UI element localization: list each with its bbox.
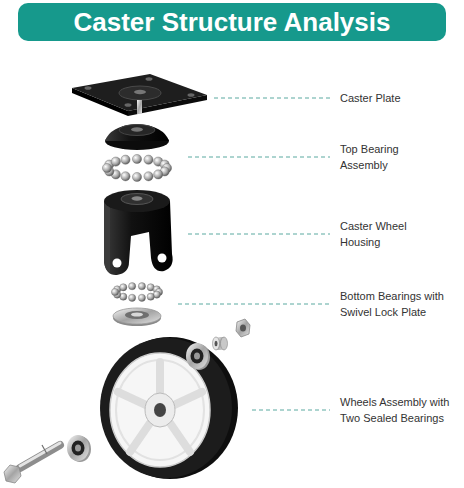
axle-bolt [4, 443, 60, 483]
wheel-housing [104, 190, 173, 275]
wheel-housing [132, 196, 143, 200]
wheel-housing [113, 259, 122, 268]
wheel-housing [104, 201, 110, 273]
ball-bearing-ring [154, 170, 163, 179]
leader-line [178, 98, 330, 410]
sealed-bearing [72, 441, 85, 456]
caster-plate [85, 86, 92, 90]
wheel [170, 423, 190, 452]
wheel [154, 403, 166, 417]
wheel [100, 338, 232, 478]
ball-bearing-ring [111, 283, 162, 302]
wheel-housing [104, 201, 173, 275]
ball-bearing-ring [138, 294, 145, 301]
wheel [130, 423, 150, 452]
title-banner: Caster Structure Analysis [18, 3, 446, 41]
swivel-lock-plate [125, 311, 149, 319]
sealed-bearing [186, 343, 208, 369]
bushing [221, 337, 228, 350]
ball-bearing-ring [121, 172, 130, 181]
caster-plate [137, 100, 142, 114]
swivel-lock-plate [113, 308, 161, 324]
axle-bolt [20, 443, 60, 466]
ball-bearing-ring [121, 155, 130, 164]
sealed-bearing [67, 435, 89, 461]
sealed-bearing [191, 349, 204, 364]
caster-plate [134, 90, 146, 94]
sealed-bearing [67, 435, 91, 462]
ball-bearing-ring [129, 283, 136, 290]
ball-bearing-ring [132, 154, 141, 163]
top-bearing-cap [105, 124, 169, 150]
part-label: Top Bearing Assembly [340, 141, 412, 173]
bushing [213, 337, 220, 350]
ball-bearing-ring [144, 155, 153, 164]
axle-bolt [42, 445, 47, 454]
wheel-housing [104, 190, 170, 212]
part-label: Caster Plate [340, 90, 458, 106]
wheel [116, 360, 204, 460]
wheel [174, 392, 202, 405]
leader-line [188, 157, 330, 158]
caster-plate [119, 86, 161, 100]
ball-bearing-ring [132, 172, 141, 181]
ball-bearing-ring [144, 172, 153, 181]
ball-bearing-ring [111, 157, 120, 166]
wheel-housing [121, 194, 153, 205]
leader-line [214, 98, 330, 99]
leader-line [252, 410, 330, 411]
caster-plate [188, 93, 195, 97]
nut [240, 324, 246, 331]
swivel-lock-plate [113, 308, 161, 326]
top-bearing-cap [131, 127, 143, 131]
ball-bearing-ring [120, 284, 127, 291]
ball-bearing-ring [147, 293, 154, 300]
nut [236, 319, 250, 337]
top-bearing-cap [105, 124, 169, 141]
ball-bearing-ring [102, 163, 111, 172]
bushing [213, 337, 228, 350]
leader-line [188, 234, 330, 235]
ball-bearing-ring [111, 288, 118, 295]
part-label: Wheels Assembly with Two Sealed Bearings [340, 394, 458, 426]
swivel-lock-plate [131, 313, 143, 317]
ball-bearing-ring [102, 154, 171, 181]
caster-plate [146, 77, 153, 81]
wheel [100, 337, 238, 479]
sealed-bearing [75, 444, 81, 451]
wheel [156, 362, 164, 395]
wheel [110, 353, 210, 467]
part-label: Bottom Bearings with Swivel Lock Plate [340, 288, 458, 320]
part-label: Caster Wheel Housing [340, 218, 420, 250]
axle-bolt [4, 465, 21, 483]
sealed-bearing [194, 352, 200, 359]
top-bearing-cap [119, 125, 155, 136]
bushing [215, 341, 218, 347]
sealed-bearing [186, 343, 210, 370]
wheel [118, 392, 146, 405]
ball-bearing-ring [129, 294, 136, 301]
ball-bearing-ring [138, 283, 145, 290]
title: Caster Structure Analysis [74, 7, 391, 38]
wheel [145, 393, 175, 427]
caster-plate [125, 103, 132, 107]
axle-bolt [20, 445, 60, 468]
nut [236, 319, 250, 337]
wheel-housing [158, 254, 167, 263]
wheel [118, 362, 202, 452]
leader-line [178, 304, 330, 305]
caster-plate [72, 74, 207, 116]
